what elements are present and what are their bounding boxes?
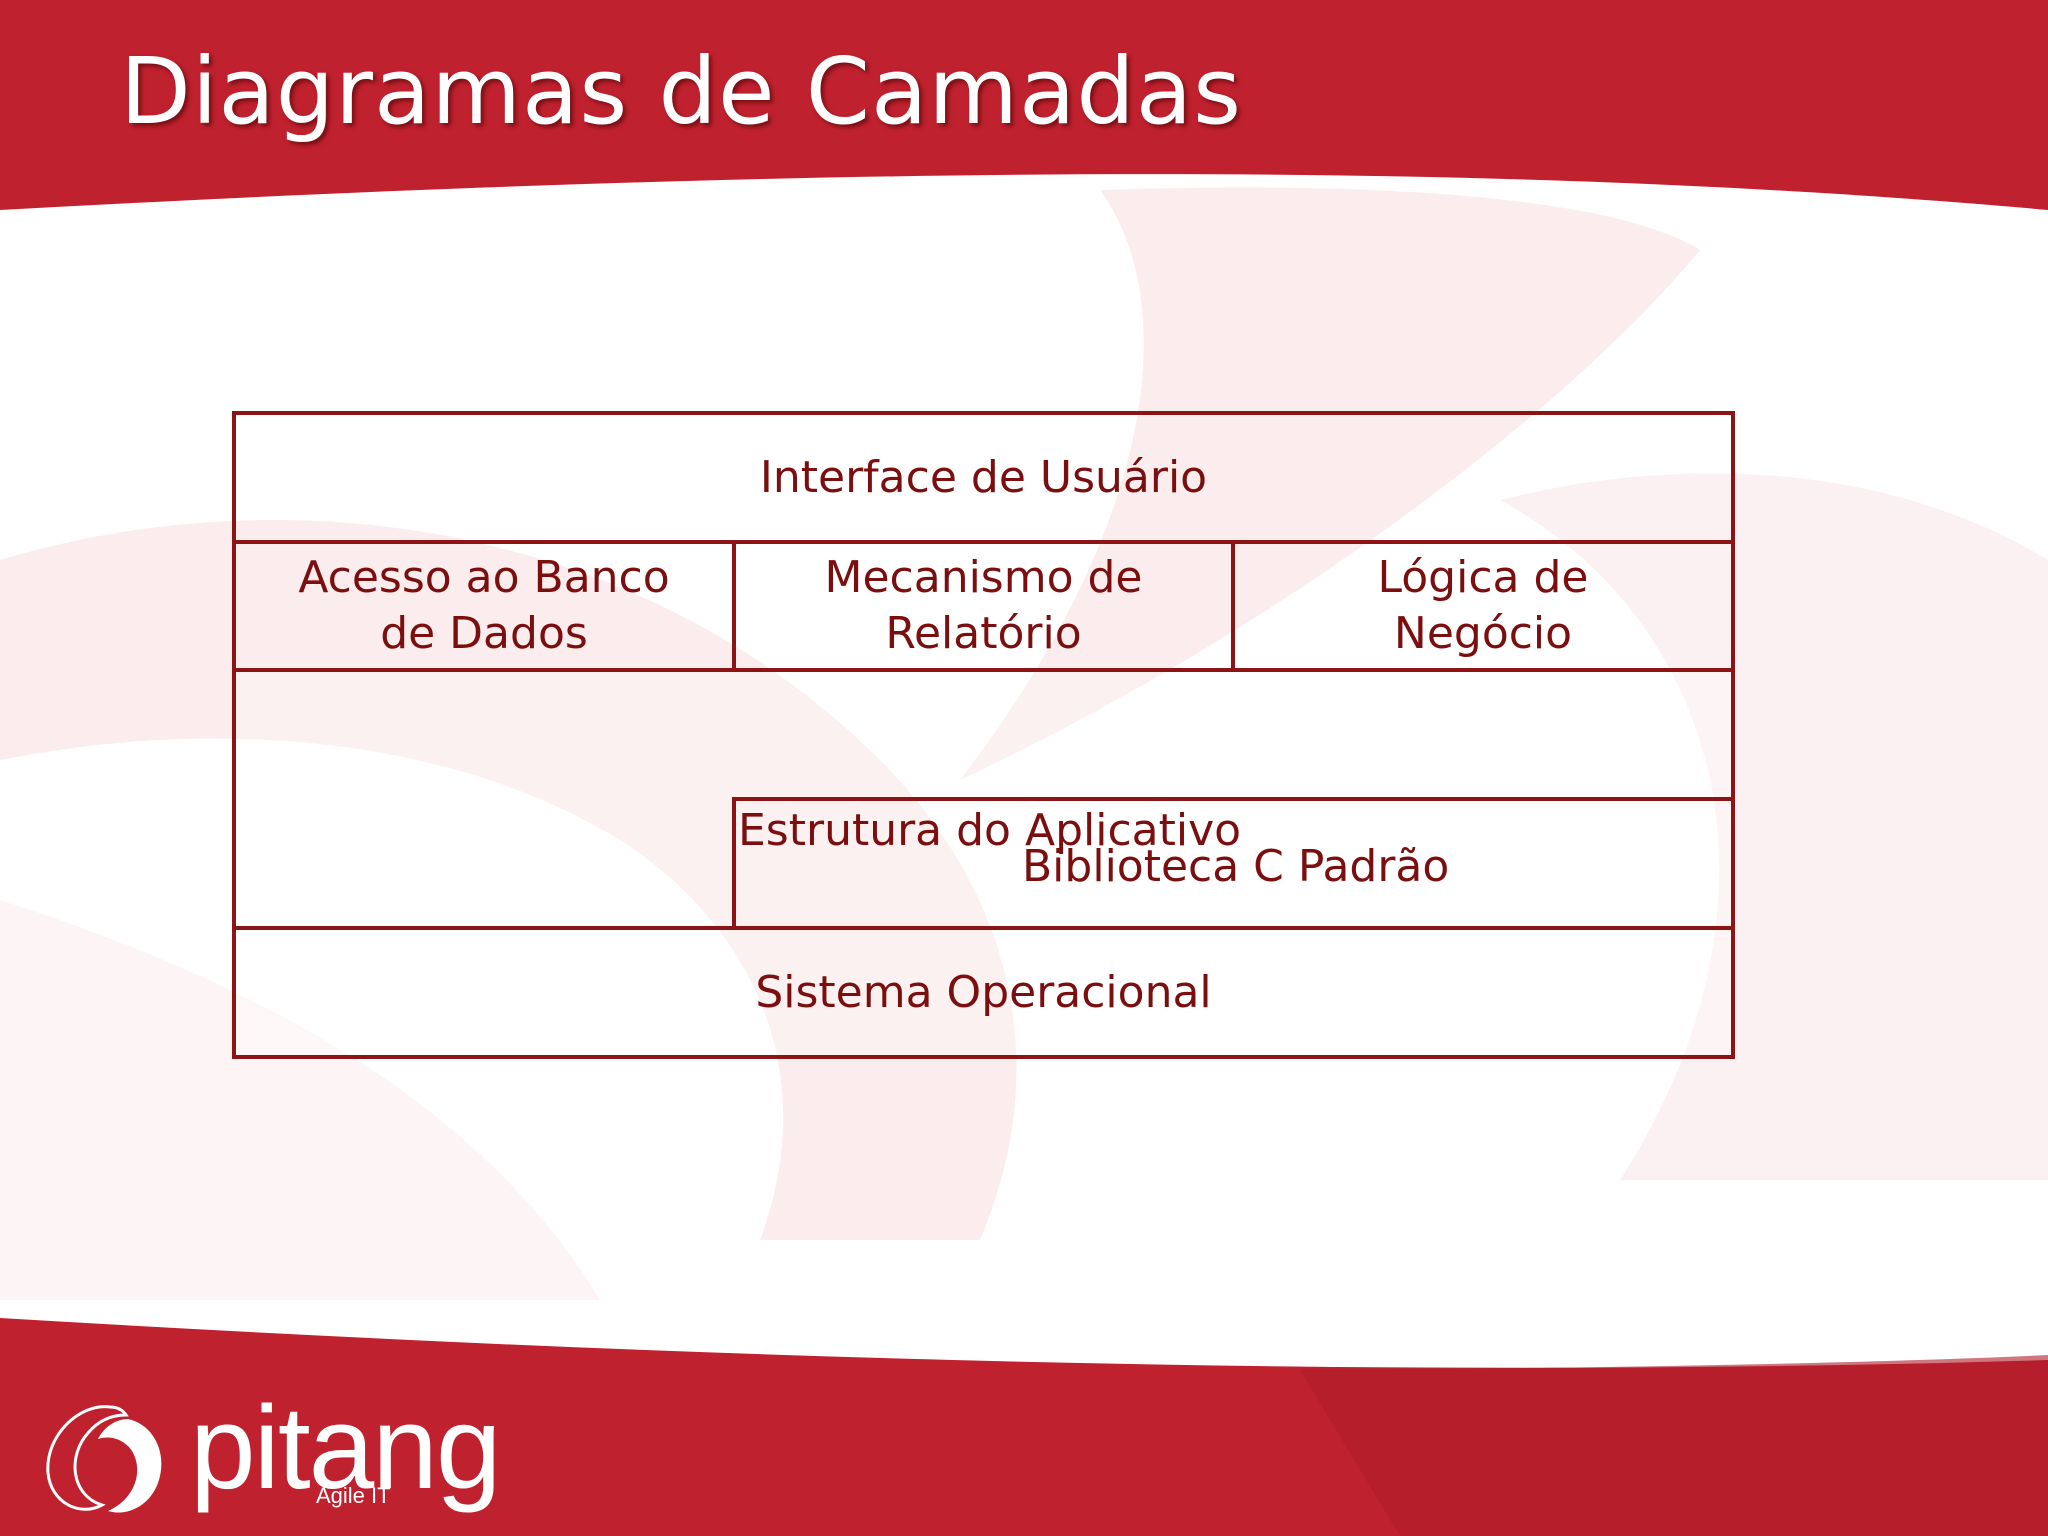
slide-title: Diagramas de Camadas [120,38,1243,145]
diagram-bottom-border [232,1055,1735,1059]
diagram-left-border [232,411,236,1059]
pitang-wordmark: pitang [190,1382,502,1514]
component-db-access-label: Acesso ao Banco de Dados [298,552,670,659]
divider-os [232,926,1735,930]
watermark-swirl-left [0,520,1017,1240]
component-report-engine-label: Mecanismo de Relatório [824,552,1143,659]
component-report-engine: Mecanismo de Relatório [736,544,1231,668]
layer-user-interface-label: Interface de Usuário [759,451,1208,503]
pitang-swirl-logo-icon [46,1405,162,1513]
layer-c-library-label: Biblioteca C Padrão [1022,841,1450,892]
header-band [0,0,2048,210]
layer-app-framework-label: Estrutura do Aplicativo [738,805,1242,856]
watermark-swirl-right [960,187,1700,780]
layer-operating-system-label: Sistema Operacional [755,966,1212,1018]
divider-components [232,668,1735,672]
divider-ui [232,540,1735,544]
watermark-swirl-mid [1500,473,2048,1180]
diagram-top-border [232,411,1735,415]
layer-user-interface: Interface de Usuário [236,415,1731,540]
footer-band-shade [1300,1355,2048,1536]
divider-report-logic [1231,540,1235,672]
component-business-logic: Lógica de Negócio [1235,544,1731,668]
diagram-right-border [1731,411,1735,1059]
divider-library-left [732,797,736,930]
pitang-logo: pitang Agile IT [40,1383,502,1520]
component-db-access: Acesso ao Banco de Dados [236,544,732,668]
component-business-logic-label: Lógica de Negócio [1377,552,1589,659]
layer-operating-system: Sistema Operacional [236,930,1731,1055]
divider-db-report [732,540,736,672]
pitang-tagline: Agile IT [316,1483,391,1508]
diagram-fill [233,672,1733,1058]
watermark-swirl-low [0,900,600,1300]
divider-framework [732,797,1735,801]
